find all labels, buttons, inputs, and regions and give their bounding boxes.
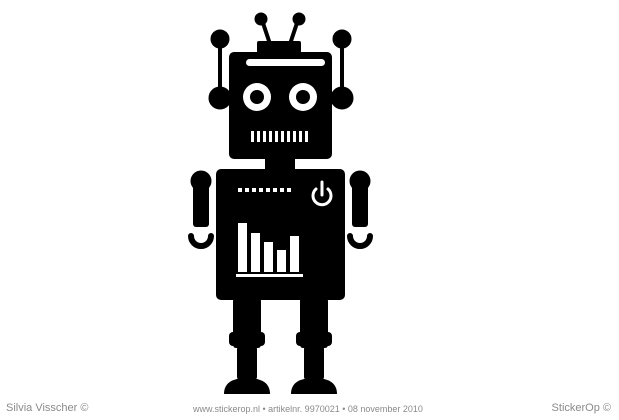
meter-bar	[264, 242, 273, 272]
antenna-ball-right	[292, 12, 306, 26]
wrench-hand-icon	[188, 233, 214, 249]
robot-neck	[265, 157, 295, 171]
foot-right	[291, 378, 337, 394]
meter-bar	[290, 236, 299, 272]
arm-left	[188, 170, 214, 249]
robot-head	[229, 52, 332, 159]
ear-right	[330, 86, 354, 110]
leg-right	[291, 298, 337, 394]
leg-left	[224, 298, 270, 394]
antenna-base	[257, 41, 301, 53]
bar-meter-icon	[236, 223, 303, 277]
arm-right	[347, 170, 373, 249]
wrench-hand-icon	[347, 233, 373, 249]
forehead-stripe	[246, 59, 325, 66]
meter-bar	[277, 250, 286, 272]
designer-credit: Silvia Visscher ©	[6, 402, 89, 414]
antennas	[254, 12, 306, 53]
ears	[208, 29, 354, 110]
power-icon	[311, 180, 333, 207]
robot-body	[216, 169, 345, 300]
ear-left	[208, 86, 232, 110]
article-info: www.stickerop.nl • artikelnr. 9970021 • …	[193, 404, 423, 414]
indicator-dots	[238, 188, 291, 192]
mouth-grille	[251, 131, 308, 142]
brand-credit: StickerOp ©	[551, 402, 611, 414]
meter-bar	[251, 233, 260, 272]
foot-left	[224, 378, 270, 394]
meter-bar	[238, 223, 247, 272]
meter-baseline	[236, 274, 303, 277]
antenna-ball-left	[254, 12, 268, 26]
